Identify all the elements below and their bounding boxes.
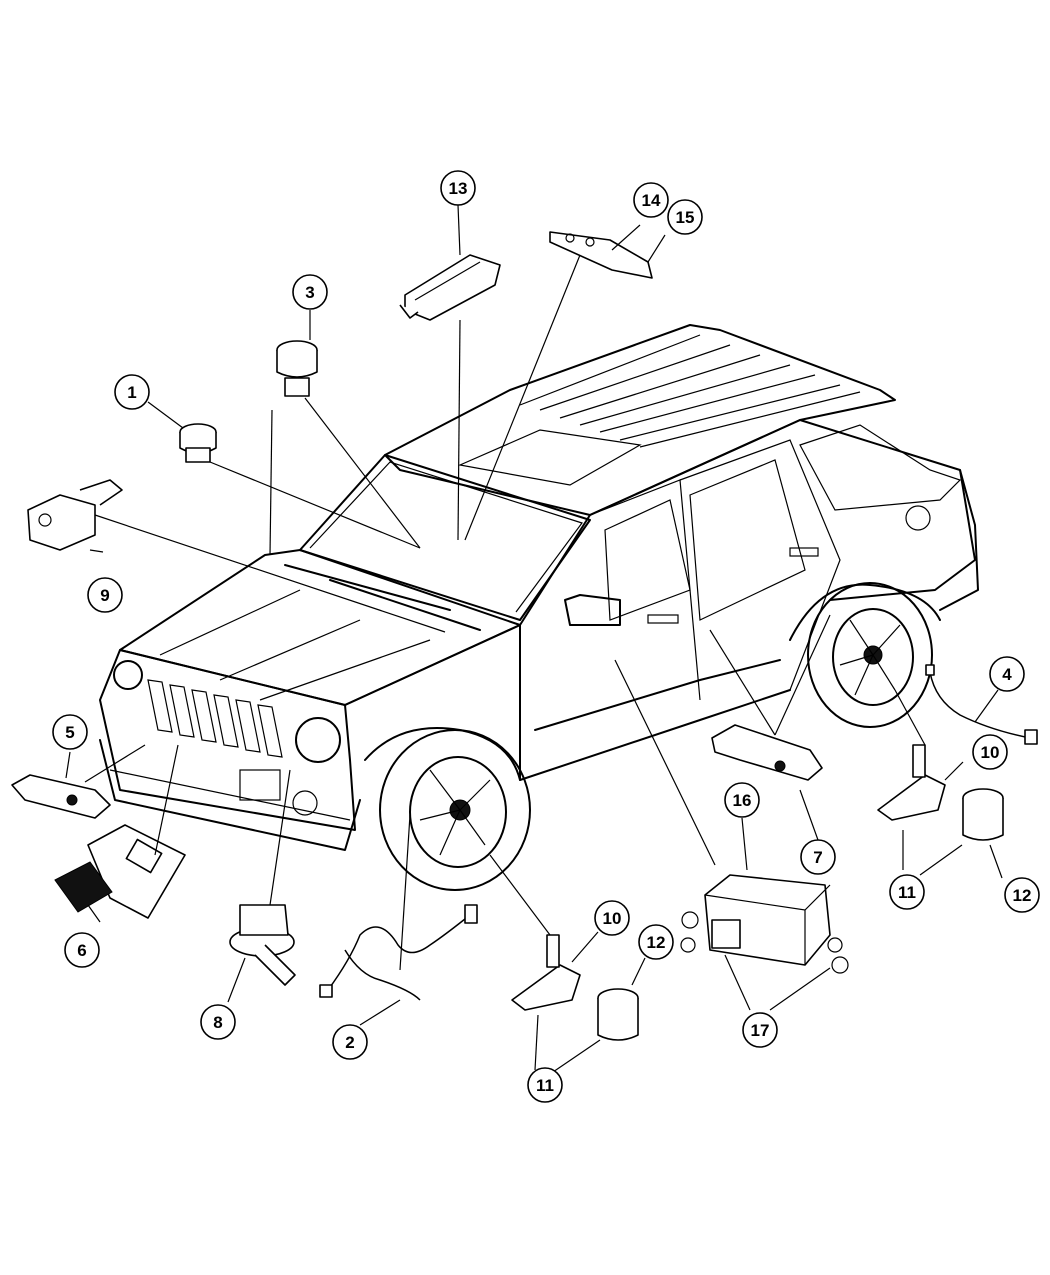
callout-6: 6 — [64, 932, 100, 968]
part-10-tpms-right — [877, 744, 946, 821]
svg-text:1: 1 — [127, 383, 136, 402]
svg-text:3: 3 — [305, 283, 314, 302]
svg-text:13: 13 — [449, 179, 468, 198]
part-14-15-bracket — [549, 231, 653, 279]
svg-text:6: 6 — [77, 941, 86, 960]
svg-text:5: 5 — [65, 723, 74, 742]
part-2-sensor-cable — [319, 904, 478, 1001]
svg-text:2: 2 — [345, 1033, 354, 1052]
callout-12-right: 12 — [1004, 877, 1040, 913]
callout-12-left: 12 — [638, 924, 674, 960]
svg-text:10: 10 — [603, 909, 622, 928]
svg-text:17: 17 — [751, 1021, 770, 1040]
front-wheel — [364, 727, 531, 891]
callout-3: 3 — [292, 274, 328, 310]
callout-8: 8 — [200, 1004, 236, 1040]
part-3-sensor — [276, 340, 318, 397]
part-16-module — [680, 874, 849, 974]
svg-text:16: 16 — [733, 791, 752, 810]
callout-11-right: 11 — [889, 874, 925, 910]
svg-text:14: 14 — [642, 191, 661, 210]
svg-text:10: 10 — [981, 743, 1000, 762]
svg-text:9: 9 — [100, 586, 109, 605]
svg-text:7: 7 — [813, 848, 822, 867]
part-12-nut-right — [962, 788, 1004, 841]
svg-text:15: 15 — [676, 208, 695, 227]
callout-5: 5 — [52, 714, 88, 750]
svg-text:8: 8 — [213, 1013, 222, 1032]
part-13-module — [399, 254, 501, 321]
callout-14: 14 — [633, 182, 669, 218]
svg-text:11: 11 — [536, 1076, 554, 1095]
callout-10-left: 10 — [594, 900, 630, 936]
vehicle-illustration — [99, 324, 979, 891]
part-10-tpms-left — [511, 934, 581, 1011]
svg-text:12: 12 — [1013, 886, 1032, 905]
part-9-sensor — [27, 479, 123, 551]
rear-wheel — [789, 582, 941, 728]
part-12-nut-left — [597, 988, 639, 1041]
part-1-sensor — [179, 423, 217, 463]
leader-lines — [65, 204, 1003, 1073]
callout-11-left: 11 — [527, 1067, 563, 1103]
svg-text:4: 4 — [1002, 665, 1012, 684]
callouts: 1 2 3 4 5 6 7 8 — [52, 170, 1040, 1103]
part-7-sensor — [711, 724, 823, 781]
part-4-sensor-cable — [925, 664, 1038, 745]
svg-text:12: 12 — [647, 933, 666, 952]
svg-text:11: 11 — [898, 883, 916, 902]
grille — [147, 679, 283, 758]
callout-17: 17 — [742, 1012, 778, 1048]
callout-1: 1 — [114, 374, 150, 410]
callout-9: 9 — [87, 577, 123, 613]
callout-4: 4 — [989, 656, 1025, 692]
callout-15: 15 — [667, 199, 703, 235]
part-6-module — [54, 824, 186, 919]
part-5-sensor — [11, 774, 111, 819]
callout-2: 2 — [332, 1024, 368, 1060]
callout-7: 7 — [800, 839, 836, 875]
callout-16: 16 — [724, 782, 760, 818]
part-8-sensor — [229, 904, 296, 986]
callout-13: 13 — [440, 170, 476, 206]
callout-10-right: 10 — [972, 734, 1008, 770]
